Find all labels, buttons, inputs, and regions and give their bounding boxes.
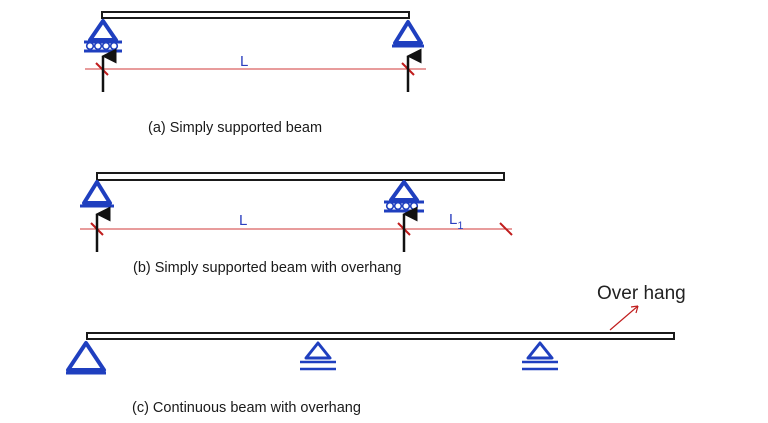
overhang-pointer-arrow xyxy=(609,305,639,331)
beam-b xyxy=(96,172,505,181)
pin-support-a-right xyxy=(392,20,424,48)
beam-c xyxy=(86,332,675,340)
caption-b: (b) Simply supported beam with overhang xyxy=(133,260,401,276)
overhang-annotation: Over hang xyxy=(597,283,686,304)
span-label-b: L xyxy=(239,212,247,229)
roller-support-c-middle xyxy=(300,341,336,371)
roller-support-a-left xyxy=(84,19,122,53)
roller-support-c-right xyxy=(522,341,558,371)
beam-a xyxy=(101,11,410,19)
caption-a: (a) Simply supported beam xyxy=(148,120,322,136)
diagram-b: L L1 (b) Simply supported beam with over… xyxy=(80,172,513,276)
diagram-a: L (a) Simply supported beam xyxy=(84,11,426,136)
overhang-label-b-main: L xyxy=(449,211,457,228)
caption-c: (c) Continuous beam with overhang xyxy=(132,400,361,416)
span-label-a: L xyxy=(240,53,248,70)
pin-support-b-left xyxy=(80,180,114,208)
overhang-label-b: L1 xyxy=(449,211,463,232)
overhang-label-b-sub: 1 xyxy=(457,220,463,232)
roller-support-b-right xyxy=(384,180,424,213)
diagram-c: Over hang (c) Continuous beam with overh… xyxy=(66,283,686,416)
tick-b-right xyxy=(499,222,513,236)
pin-support-c-left xyxy=(66,341,106,375)
